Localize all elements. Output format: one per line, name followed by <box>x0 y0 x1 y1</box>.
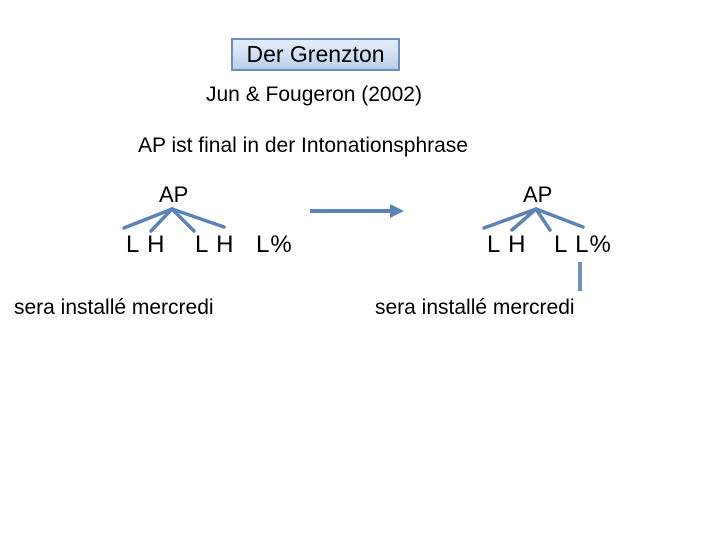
right-tree-branches <box>482 207 585 232</box>
citation-text: Jun & Fougeron (2002) <box>206 83 422 106</box>
left-tree-tone-1: L H <box>126 231 166 258</box>
slide-title: Der Grenzton <box>246 41 385 67</box>
statement-text: AP ist final in der Intonationsphrase <box>138 134 468 157</box>
left-tree-root-label: AP <box>159 182 189 207</box>
left-boundary-tone: L% <box>256 231 293 258</box>
right-tree-tone-1: L H <box>487 231 527 258</box>
right-tree-root-label: AP <box>523 182 553 207</box>
title-box: Der Grenzton <box>231 38 400 71</box>
left-tree-tone-2: L H <box>195 231 235 258</box>
right-phrase-text: sera installé mercredi <box>375 296 575 319</box>
right-boundary-tone: L L% <box>554 231 612 258</box>
right-arrow-icon <box>310 204 404 218</box>
left-tree-branches <box>122 207 226 233</box>
left-phrase-text: sera installé mercredi <box>14 296 214 319</box>
